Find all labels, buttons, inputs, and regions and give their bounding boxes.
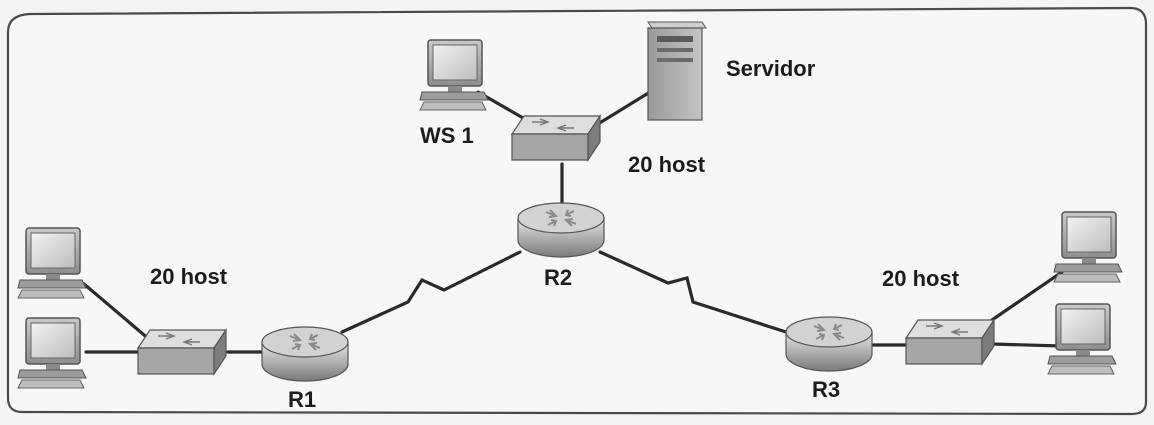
host-count-left-label: 20 host <box>150 264 228 289</box>
link-switch-right-pc-top <box>990 270 1064 322</box>
link-switch-right-pc-bottom <box>990 342 1064 348</box>
link-server-switch <box>596 90 652 126</box>
link-r2-r3-serial <box>598 250 788 334</box>
switch-top-icon <box>511 115 601 161</box>
router-r2-icon <box>517 202 605 258</box>
pc-left-top-icon <box>17 227 87 299</box>
router-r1-icon <box>261 326 349 382</box>
router-r1-label: R1 <box>288 387 317 412</box>
router-r3-label: R3 <box>812 377 841 402</box>
pc-right-bottom-icon <box>1047 303 1117 375</box>
host-count-right-label: 20 host <box>882 266 960 291</box>
ws1-label: WS 1 <box>420 123 474 148</box>
router-r3-icon <box>785 316 873 372</box>
link-pc-left-top-switch <box>82 282 152 342</box>
switch-left-icon <box>137 329 227 375</box>
server-label: Servidor <box>726 56 816 81</box>
server-icon <box>647 21 707 121</box>
router-r2-label: R2 <box>544 265 573 290</box>
pc-right-top-icon <box>1053 211 1123 283</box>
pc-left-bottom-icon <box>17 317 87 389</box>
host-count-top-label: 20 host <box>628 152 706 177</box>
link-r1-r2-serial <box>340 250 522 334</box>
switch-right-icon <box>905 319 995 365</box>
ws1-pc-icon <box>419 39 489 111</box>
